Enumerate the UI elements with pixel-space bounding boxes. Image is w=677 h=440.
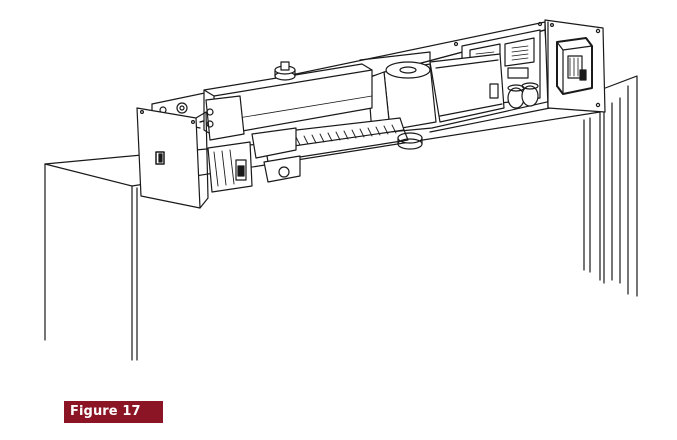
left-end-cap (136, 107, 209, 209)
terminal-block (205, 95, 253, 193)
chain-drive (251, 117, 409, 183)
figure-caption-label: Figure 17 (64, 401, 163, 423)
closer-body (203, 61, 373, 137)
operator-illustration (44, 19, 638, 361)
door-frame (44, 75, 638, 361)
right-end-cap (544, 19, 606, 113)
power-switch (556, 37, 593, 95)
motor-gearbox (359, 51, 505, 150)
